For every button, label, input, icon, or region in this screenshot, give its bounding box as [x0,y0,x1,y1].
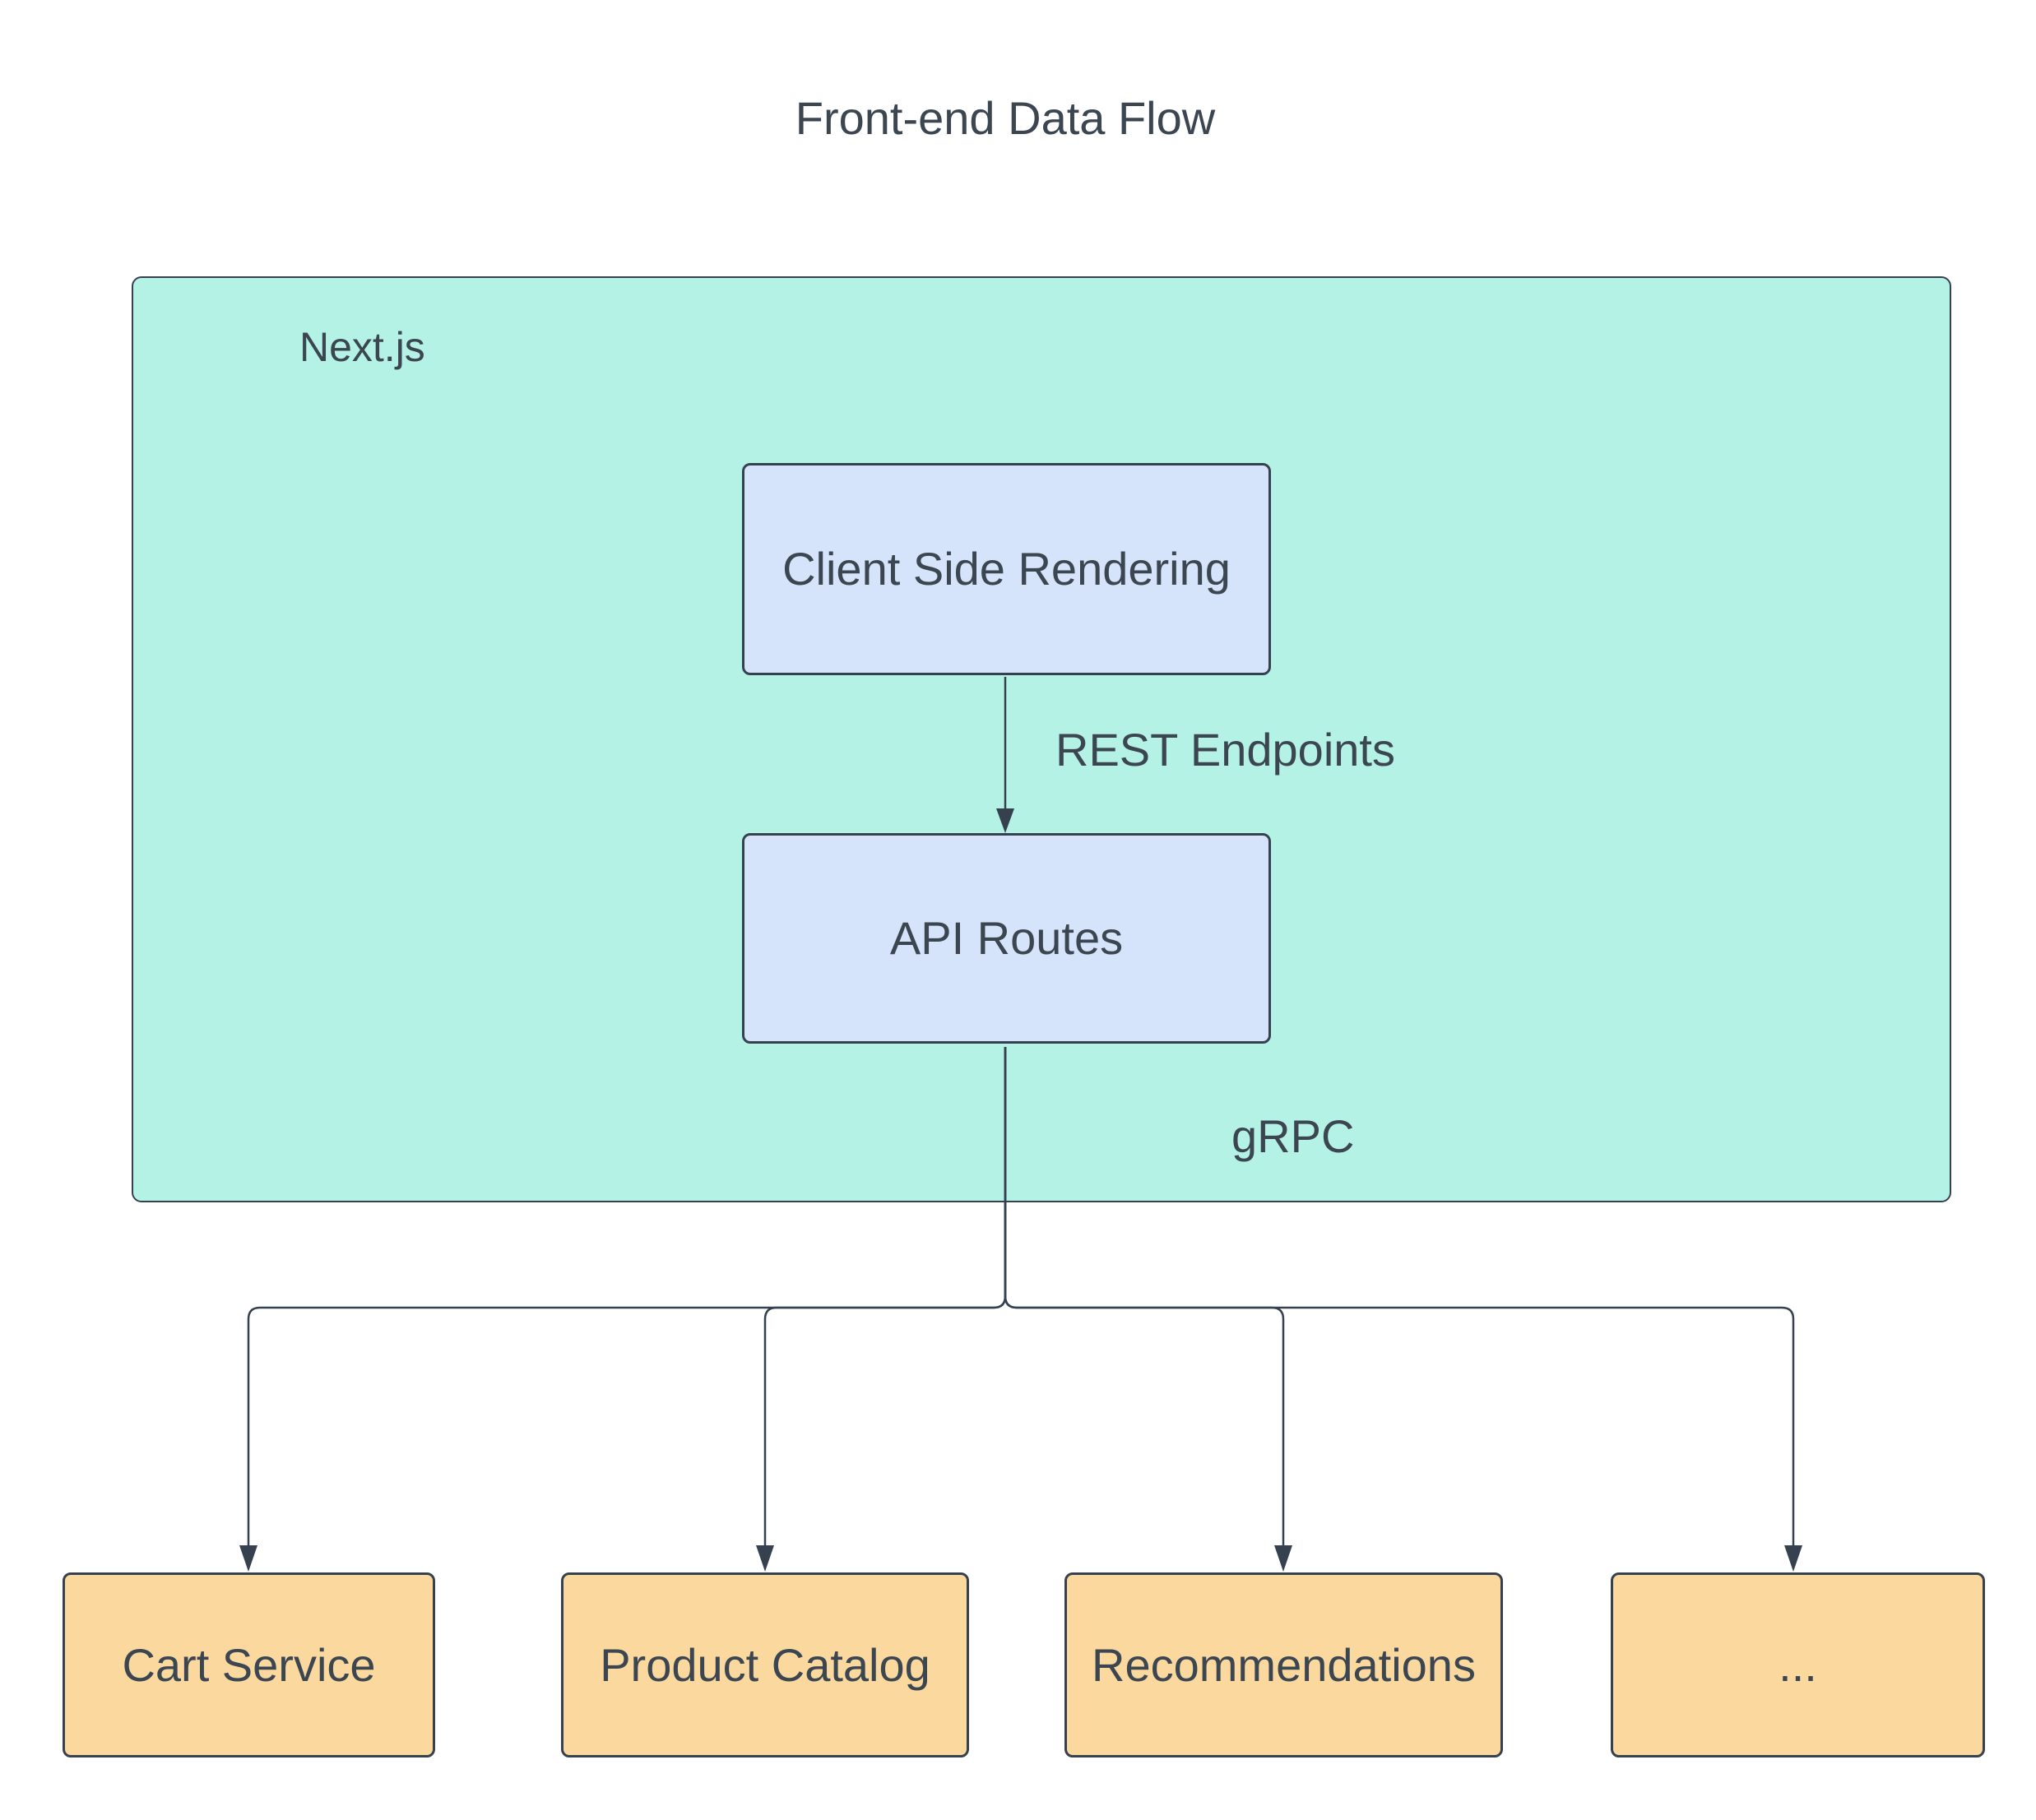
node-api-routes-label: API Routes [889,912,1124,964]
nextjs-container-label: Next.js [299,324,425,370]
node-api-routes: API Routes [742,833,1271,1044]
node-recommendations: Recommendations [1064,1572,1503,1757]
edge-label-rest-endpoints: REST Endpoints [1055,724,1395,776]
node-product-catalog: Product Catalog [561,1572,969,1757]
node-more-services-label: ... [1779,1638,1817,1691]
node-more-services: ... [1611,1572,1985,1757]
edge-label-grpc: gRPC [1231,1110,1355,1162]
node-client-side-rendering-label: Client Side Rendering [782,543,1231,595]
node-client-side-rendering: Client Side Rendering [742,463,1271,675]
node-recommendations-label: Recommendations [1092,1638,1476,1691]
node-cart-service: Cart Service [63,1572,435,1757]
node-cart-service-label: Cart Service [122,1638,376,1691]
nextjs-container [132,276,1951,1202]
diagram-title: Front-end Data Flow [795,92,1216,144]
node-product-catalog-label: Product Catalog [600,1638,930,1691]
